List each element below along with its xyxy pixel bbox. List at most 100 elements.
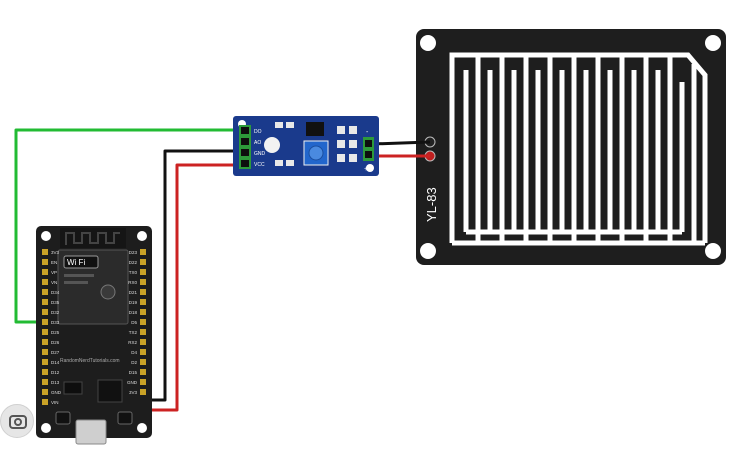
- pin-label: D15: [129, 370, 138, 375]
- mount-hole: [705, 35, 721, 51]
- comparator-chip: [306, 122, 324, 136]
- sensor-traces: [449, 52, 708, 246]
- pin-label: RX2: [128, 340, 137, 345]
- pin-pad: [140, 359, 146, 365]
- pin-pad: [140, 329, 146, 335]
- pin-label: D14: [51, 360, 60, 365]
- espressif-logo: [100, 284, 116, 300]
- usb-port: [75, 419, 107, 445]
- wire-gnd: [144, 149, 244, 402]
- wire-do-signal: [14, 128, 244, 324]
- pin-pad: [140, 309, 146, 315]
- pin-label: D5: [131, 320, 137, 325]
- mount-hole: [420, 243, 436, 259]
- en-button: [117, 411, 133, 425]
- pin-pad: [42, 259, 48, 265]
- pin-pad: [140, 369, 146, 375]
- pin-label: D19: [129, 300, 138, 305]
- pin-pad: [140, 319, 146, 325]
- pin-label: D33: [51, 320, 60, 325]
- pin-pad: [42, 339, 48, 345]
- pin-pad: [42, 359, 48, 365]
- pin-pad: [140, 339, 146, 345]
- pin-label: D22: [129, 260, 138, 265]
- pin-label: TX2: [129, 330, 138, 335]
- pin-label: EN: [51, 260, 57, 265]
- potentiometer-knob: [308, 145, 324, 161]
- pin-label: D23: [129, 250, 138, 255]
- pin-pad: [140, 249, 146, 255]
- module-pin-do: DO: [254, 129, 262, 135]
- pin-pad: [42, 269, 48, 275]
- module-pin-minus: -: [366, 129, 369, 136]
- voltage-regulator: [63, 381, 83, 395]
- pin-pad: [140, 259, 146, 265]
- pin-pad: [42, 349, 48, 355]
- pin-label: D27: [51, 350, 60, 355]
- pin-pad: [42, 289, 48, 295]
- pin-label: D35: [51, 300, 60, 305]
- usb-uart-chip: [97, 379, 123, 403]
- pin-pad: [42, 319, 48, 325]
- rain-sensor-plate: YL-83: [416, 29, 726, 265]
- antenna: [60, 228, 126, 248]
- pin-label: D4: [131, 350, 137, 355]
- module-pin-gnd: GND: [254, 151, 266, 157]
- pin-label: 3V3: [51, 250, 60, 255]
- pin-label: TX0: [129, 270, 138, 275]
- pin-pad: [42, 399, 48, 405]
- wires: [14, 128, 431, 412]
- boot-button: [55, 411, 71, 425]
- pin-label: D13: [51, 380, 60, 385]
- wire-vcc: [144, 163, 244, 412]
- pin-pad: [42, 329, 48, 335]
- pin-pad: [42, 309, 48, 315]
- module-pin-plus: +: [364, 166, 368, 173]
- pin-pad: [140, 349, 146, 355]
- brand-text: RandomNerdTutorials.com: [60, 358, 120, 364]
- pin-pad: [140, 269, 146, 275]
- pin-label: D26: [51, 340, 60, 345]
- module-pin-ao: AO: [254, 140, 261, 146]
- lens-icon[interactable]: [0, 404, 34, 438]
- power-led: [264, 137, 280, 153]
- wifi-badge-text: Wi Fi: [67, 258, 85, 267]
- pin-label: D2: [131, 360, 137, 365]
- pin-pad: [140, 299, 146, 305]
- pin-pad: [42, 389, 48, 395]
- pin-label: VP: [51, 270, 57, 275]
- pin-label: D18: [129, 310, 138, 315]
- pin-pad: [140, 279, 146, 285]
- pin-label: 3V3: [129, 390, 138, 395]
- pin-pad: [140, 289, 146, 295]
- pin-pad: [42, 369, 48, 375]
- pin-pad: [42, 379, 48, 385]
- pin-label: GND: [51, 390, 62, 395]
- pin-label: RX0: [128, 280, 137, 285]
- pin-pad: [42, 299, 48, 305]
- pin-label: D12: [51, 370, 60, 375]
- module-pin-vcc: VCC: [254, 162, 265, 168]
- pin-label: GND: [127, 380, 138, 385]
- pin-label: D32: [51, 310, 60, 315]
- esp32-board: Wi Fi 3V3ENVPVND34D35D32D33D25D26D27D14D…: [36, 226, 152, 445]
- mount-hole: [420, 35, 436, 51]
- comparator-module: DO AO GND VCC - +: [233, 116, 379, 176]
- pin-pad: [42, 249, 48, 255]
- wifi-badge: [63, 255, 99, 269]
- pin-pad: [140, 389, 146, 395]
- pin-label: VN: [51, 280, 57, 285]
- pin-label: D34: [51, 290, 60, 295]
- pin-label: D21: [129, 290, 138, 295]
- pin-pad: [140, 379, 146, 385]
- wire-plate-minus: [371, 140, 431, 146]
- mount-hole: [705, 243, 721, 259]
- pin-label: D25: [51, 330, 60, 335]
- sensor-model-label: YL-83: [424, 187, 439, 222]
- pin-label: VIN: [51, 400, 59, 405]
- pin-pad: [42, 279, 48, 285]
- camera-search-icon: [9, 415, 27, 429]
